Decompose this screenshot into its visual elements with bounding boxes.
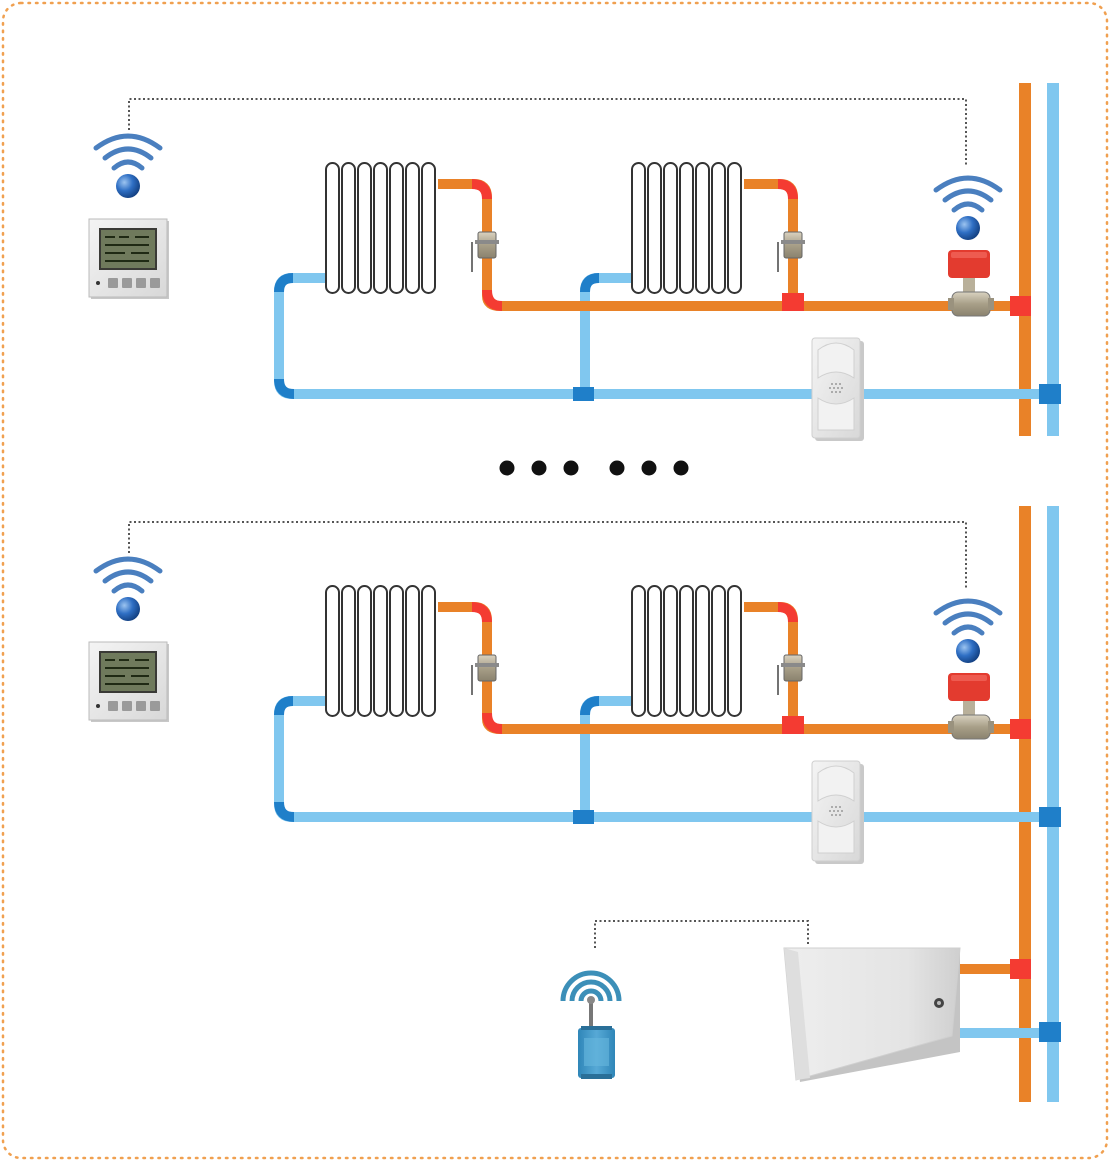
return-main-tee [1039, 384, 1061, 404]
gateway-signal-line [594, 920, 809, 948]
cabinet-supply-pipe [958, 964, 1026, 974]
wifi-signal-icon [933, 598, 1003, 663]
return-main-tee [1039, 807, 1061, 827]
flow-sensor [777, 654, 805, 695]
radiator [631, 585, 742, 717]
cabinet-supply-tee [1010, 959, 1031, 979]
radiator [325, 162, 436, 294]
return-riser-top [1047, 83, 1059, 436]
return-pipe-loop [274, 696, 1052, 822]
radiator [325, 585, 436, 717]
supply-riser-top [1019, 83, 1031, 436]
control-cabinet [783, 947, 961, 1082]
signal-line [128, 98, 967, 165]
flow-sensor [471, 654, 499, 695]
wireless-gateway [578, 1026, 615, 1079]
unit-2 [88, 521, 1061, 864]
antenna-signal-icon [560, 970, 622, 1031]
supply-main-tee [1010, 296, 1031, 316]
supply-tee [782, 716, 804, 734]
controller-section [560, 920, 1061, 1082]
supply-main-tee [1010, 719, 1031, 739]
thermostat-panel [88, 218, 169, 299]
return-pipe-branch [580, 273, 634, 394]
cabinet-return-pipe [950, 1028, 1052, 1038]
unit-1 [88, 98, 1061, 441]
cabinet-return-tee [1039, 1022, 1061, 1042]
return-pipe-branch [580, 696, 634, 817]
supply-riser-bottom [1019, 506, 1031, 1102]
flow-sensor [777, 231, 805, 272]
wifi-signal-icon [93, 556, 163, 621]
continuation-dots [499, 460, 689, 476]
supply-tee [782, 293, 804, 311]
signal-line [128, 521, 967, 588]
wireless-receiver [811, 760, 864, 864]
thermostat-panel [88, 641, 169, 722]
return-riser-bottom [1047, 506, 1059, 1102]
radiator [631, 162, 742, 294]
motorized-valve [948, 673, 994, 740]
return-pipe-loop [274, 273, 1052, 399]
return-tee [573, 810, 594, 824]
flow-sensor [471, 231, 499, 272]
motorized-valve [948, 250, 994, 317]
wifi-signal-icon [93, 133, 163, 198]
wifi-signal-icon [933, 175, 1003, 240]
wireless-receiver [811, 337, 864, 441]
return-tee [573, 387, 594, 401]
main-risers [1019, 83, 1059, 1102]
